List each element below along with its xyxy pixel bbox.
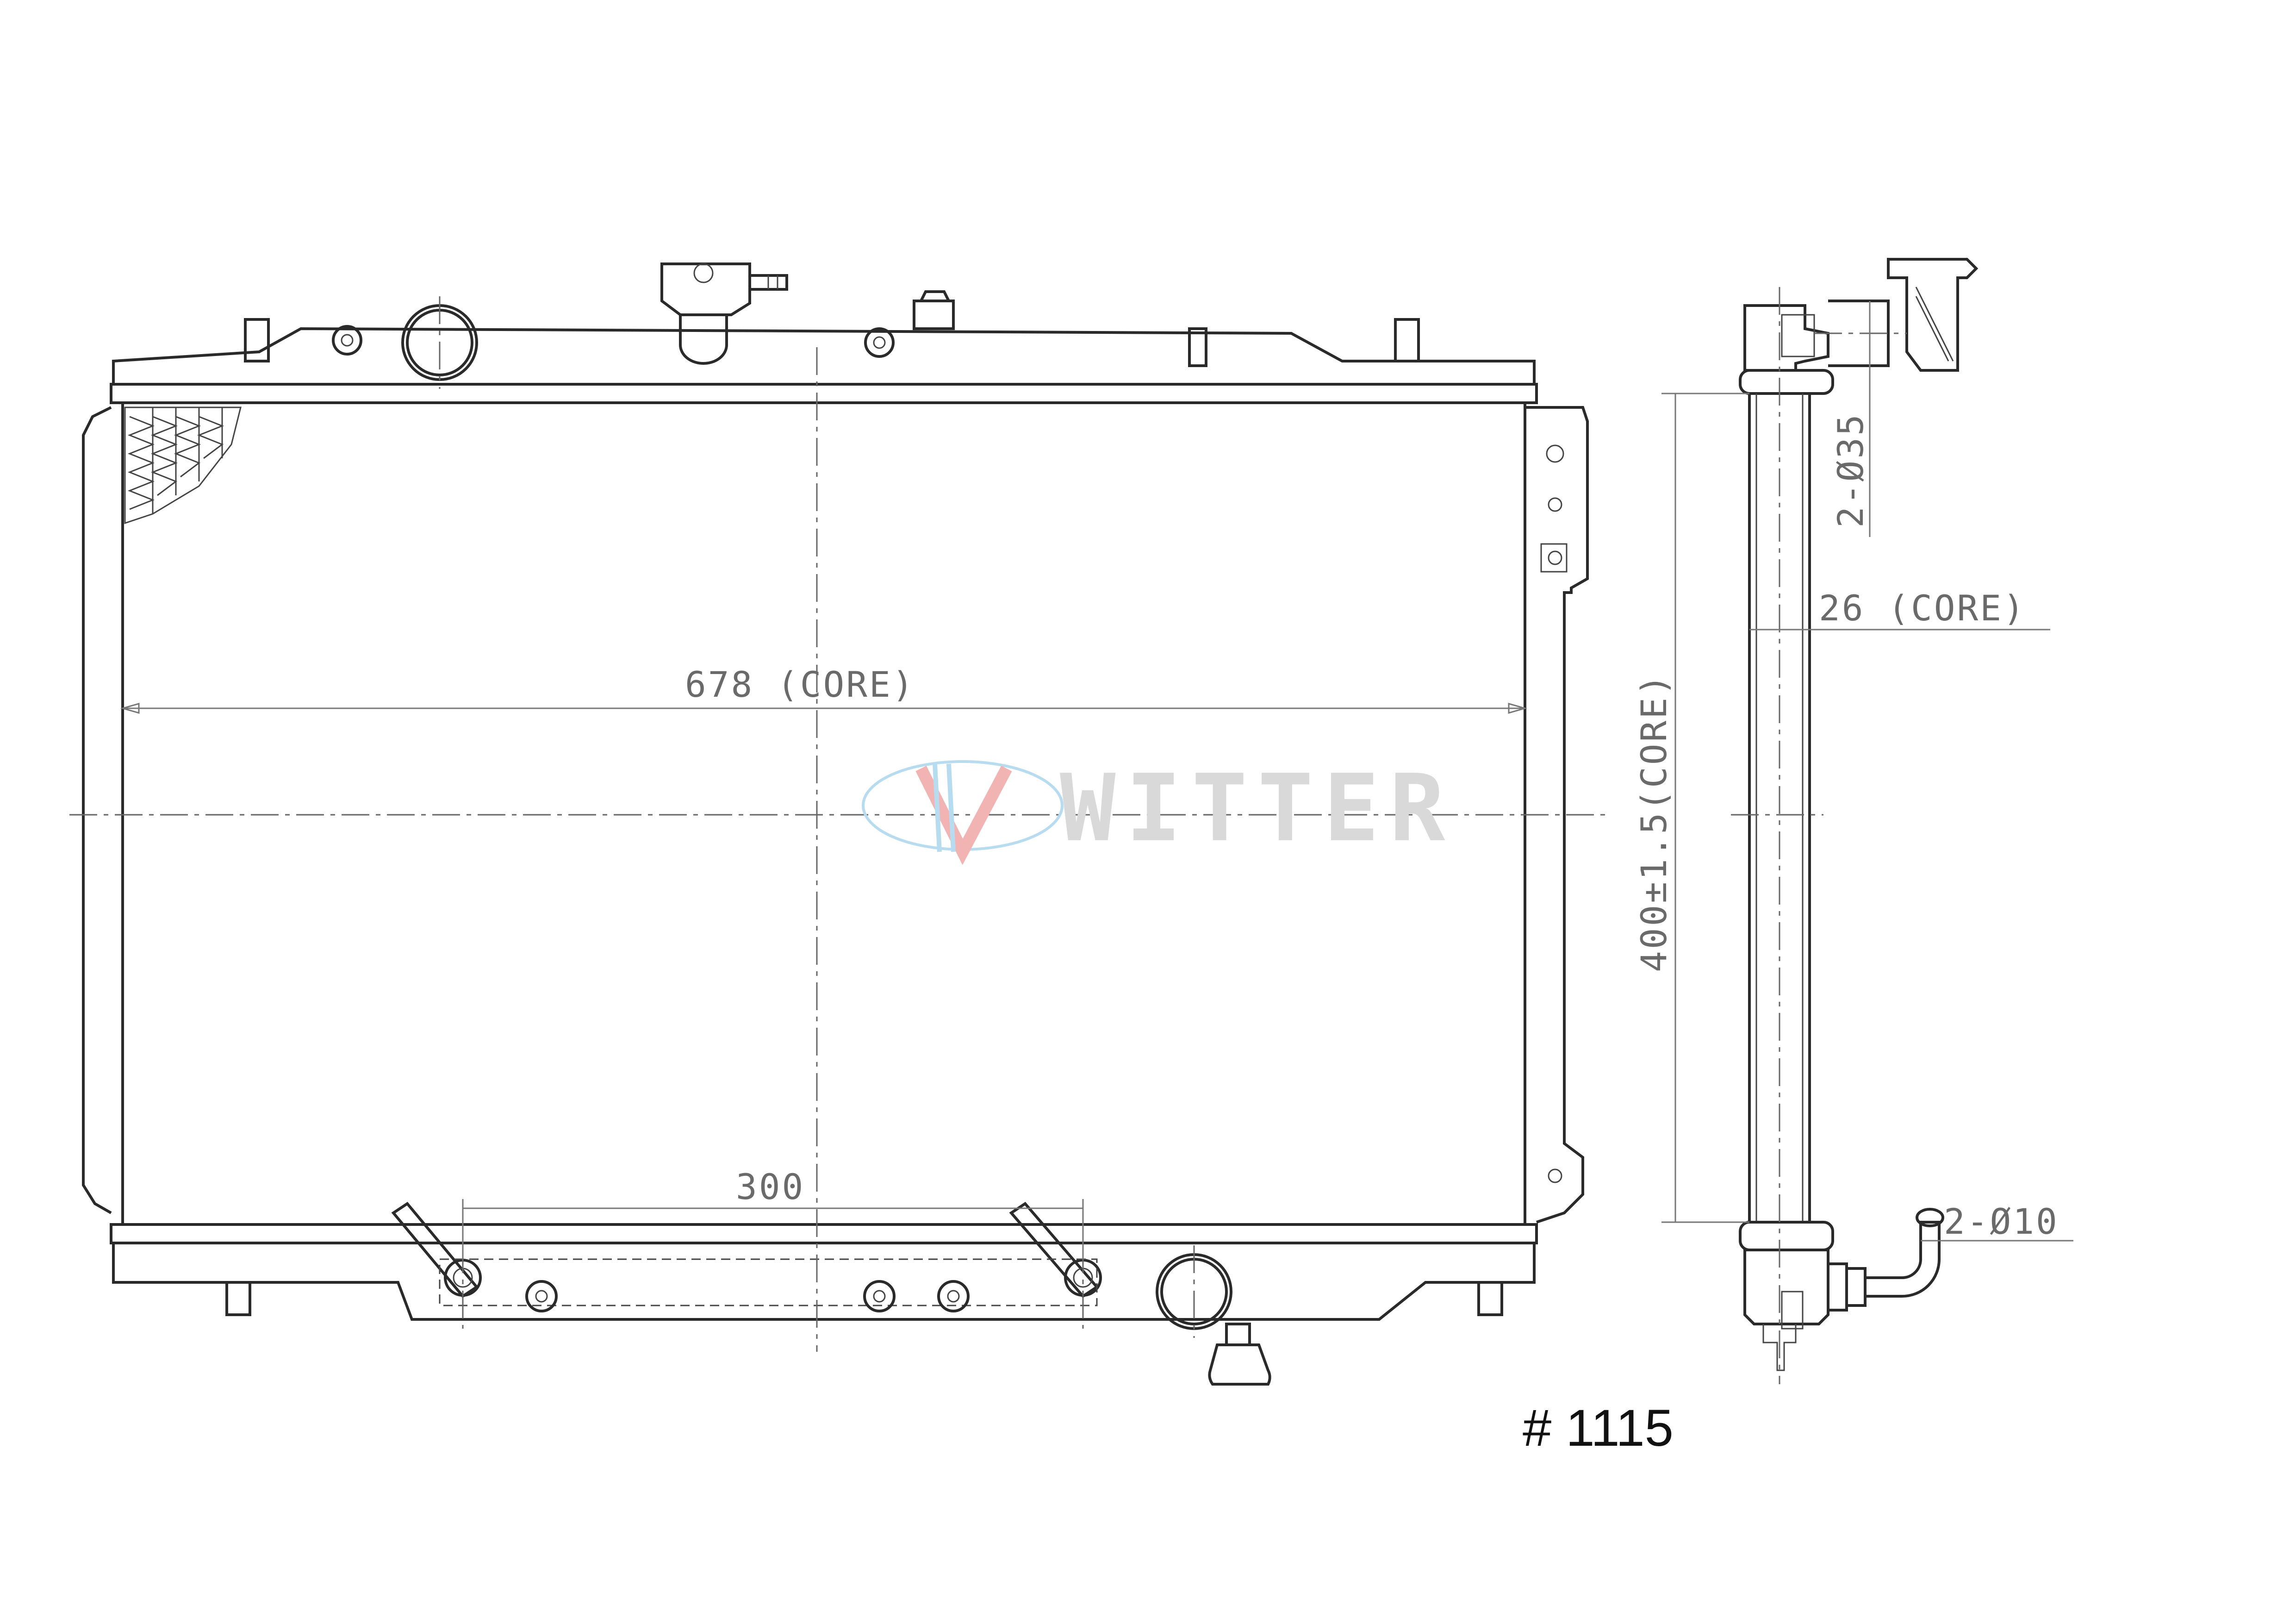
dim-hose-inlets-label: 2-Ø35 (1830, 412, 1871, 528)
dim-core-width: 678 (CORE) (120, 664, 1528, 714)
side-filler-cap (1828, 258, 1979, 372)
top-pin (244, 318, 270, 362)
bottom-pin (225, 1281, 251, 1316)
trans-line-stub (1009, 1202, 1099, 1298)
dim-core-width-label: 678 (CORE) (685, 664, 915, 705)
drain-plug (1225, 1323, 1251, 1346)
bracket-hole (1548, 497, 1562, 512)
dim-outlet-spacing-label: 300 (736, 1166, 805, 1207)
dim-core-height-label: 400±1.5(CORE) (1633, 673, 1674, 972)
dim-core-height: 400±1.5(CORE) (1633, 393, 1749, 1223)
bottom-pin (1477, 1281, 1503, 1316)
side-view: 400±1.5(CORE) 26 (CORE) 2-Ø35 2-Ø10 (1633, 258, 2073, 1384)
side-trans-pipe (1827, 1208, 1944, 1312)
brand-watermark-text: WITTER (1060, 755, 1455, 862)
dim-trans-lines-label: 2-Ø10 (1944, 1201, 2059, 1242)
dim-hose-inlets: 2-Ø35 (1830, 301, 1871, 537)
witter-watermark: WITTER (862, 755, 1455, 865)
bracket-hole (1548, 1168, 1562, 1183)
dim-core-thickness-label: 26 (CORE) (1819, 587, 2026, 629)
top-pin (1394, 318, 1420, 362)
trans-line-stub (391, 1202, 479, 1298)
dim-core-thickness: 26 (CORE) (1749, 587, 2050, 631)
part-number: # 1115 (1523, 1399, 1674, 1457)
fin-detail (124, 406, 242, 525)
bracket-hole (1548, 550, 1562, 565)
filler-neck (660, 262, 788, 365)
dim-trans-lines: 2-Ø10 (1921, 1201, 2073, 1242)
bracket-hole (1546, 444, 1564, 463)
front-view: 678 (CORE) 300 WITTER (69, 262, 1611, 1386)
dim-outlet-spacing: 300 (462, 1166, 1084, 1259)
brand-logo-ellipse (862, 760, 1064, 851)
